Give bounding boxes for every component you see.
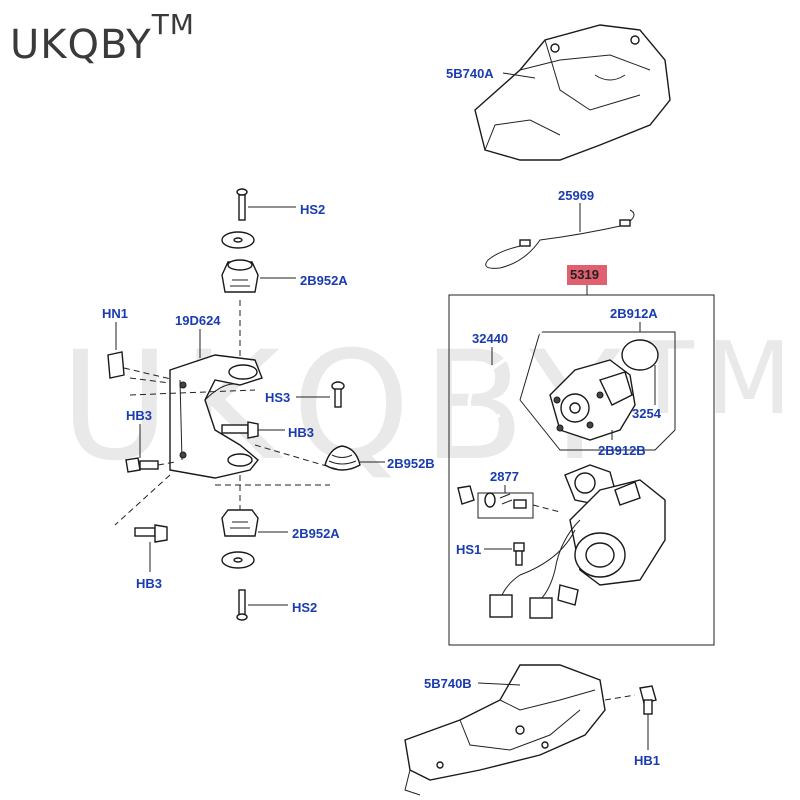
label-HS3: HS3 xyxy=(265,390,290,405)
bracket-5B740B xyxy=(404,664,606,796)
label-2B952A-bottom: 2B952A xyxy=(292,526,340,541)
label-HB1: HB1 xyxy=(634,753,660,768)
label-HB3-left: HB3 xyxy=(126,408,152,423)
bracket-5B740A xyxy=(474,24,671,161)
label-2877: 2877 xyxy=(490,469,519,484)
label-2B912B: 2B912B xyxy=(598,443,646,458)
label-2B912A: 2B912A xyxy=(610,306,658,321)
brand-logo: UKQBYTM xyxy=(10,8,195,68)
bolt-HS2-top xyxy=(236,188,248,221)
label-5B740A: 5B740A xyxy=(446,66,494,81)
compressor-assembly xyxy=(489,464,666,619)
mount-2B952A-top xyxy=(221,259,259,293)
kit-5319-frame xyxy=(448,294,715,646)
label-HS1: HS1 xyxy=(456,542,481,557)
label-3254: 3254 xyxy=(632,406,662,421)
bolt-HB1 xyxy=(639,685,657,715)
bolt-HS2-bottom xyxy=(236,589,248,621)
label-HB3-bottom: HB3 xyxy=(136,576,162,591)
label-HN1: HN1 xyxy=(102,306,128,321)
label-HS2-top: HS2 xyxy=(300,202,325,217)
bracket-19D624 xyxy=(169,354,263,479)
label-32440: 32440 xyxy=(472,331,508,346)
label-2B952B: 2B952B xyxy=(387,456,435,471)
mount-2B952A-bottom xyxy=(221,509,259,537)
label-5319: 5319 xyxy=(570,267,599,282)
bolt-HB3-mid xyxy=(221,421,259,439)
brand-name: UKQBY xyxy=(10,22,152,68)
label-19D624: 19D624 xyxy=(175,313,221,328)
label-5B740B: 5B740B xyxy=(424,676,472,691)
bolt-HB3-bottom xyxy=(134,524,168,543)
cable-25969 xyxy=(485,209,635,269)
bolt-HS3 xyxy=(331,381,345,408)
label-HB3-mid: HB3 xyxy=(288,425,314,440)
label-25969: 25969 xyxy=(558,188,594,203)
label-2B952A-top: 2B952A xyxy=(300,273,348,288)
brand-tm: TM xyxy=(151,8,195,41)
compressor-head xyxy=(549,359,636,441)
bushing-2B952B xyxy=(324,445,361,471)
label-HS2-bottom: HS2 xyxy=(292,600,317,615)
highlight-5319 xyxy=(567,265,607,285)
bolt-HB3-left xyxy=(125,457,159,473)
